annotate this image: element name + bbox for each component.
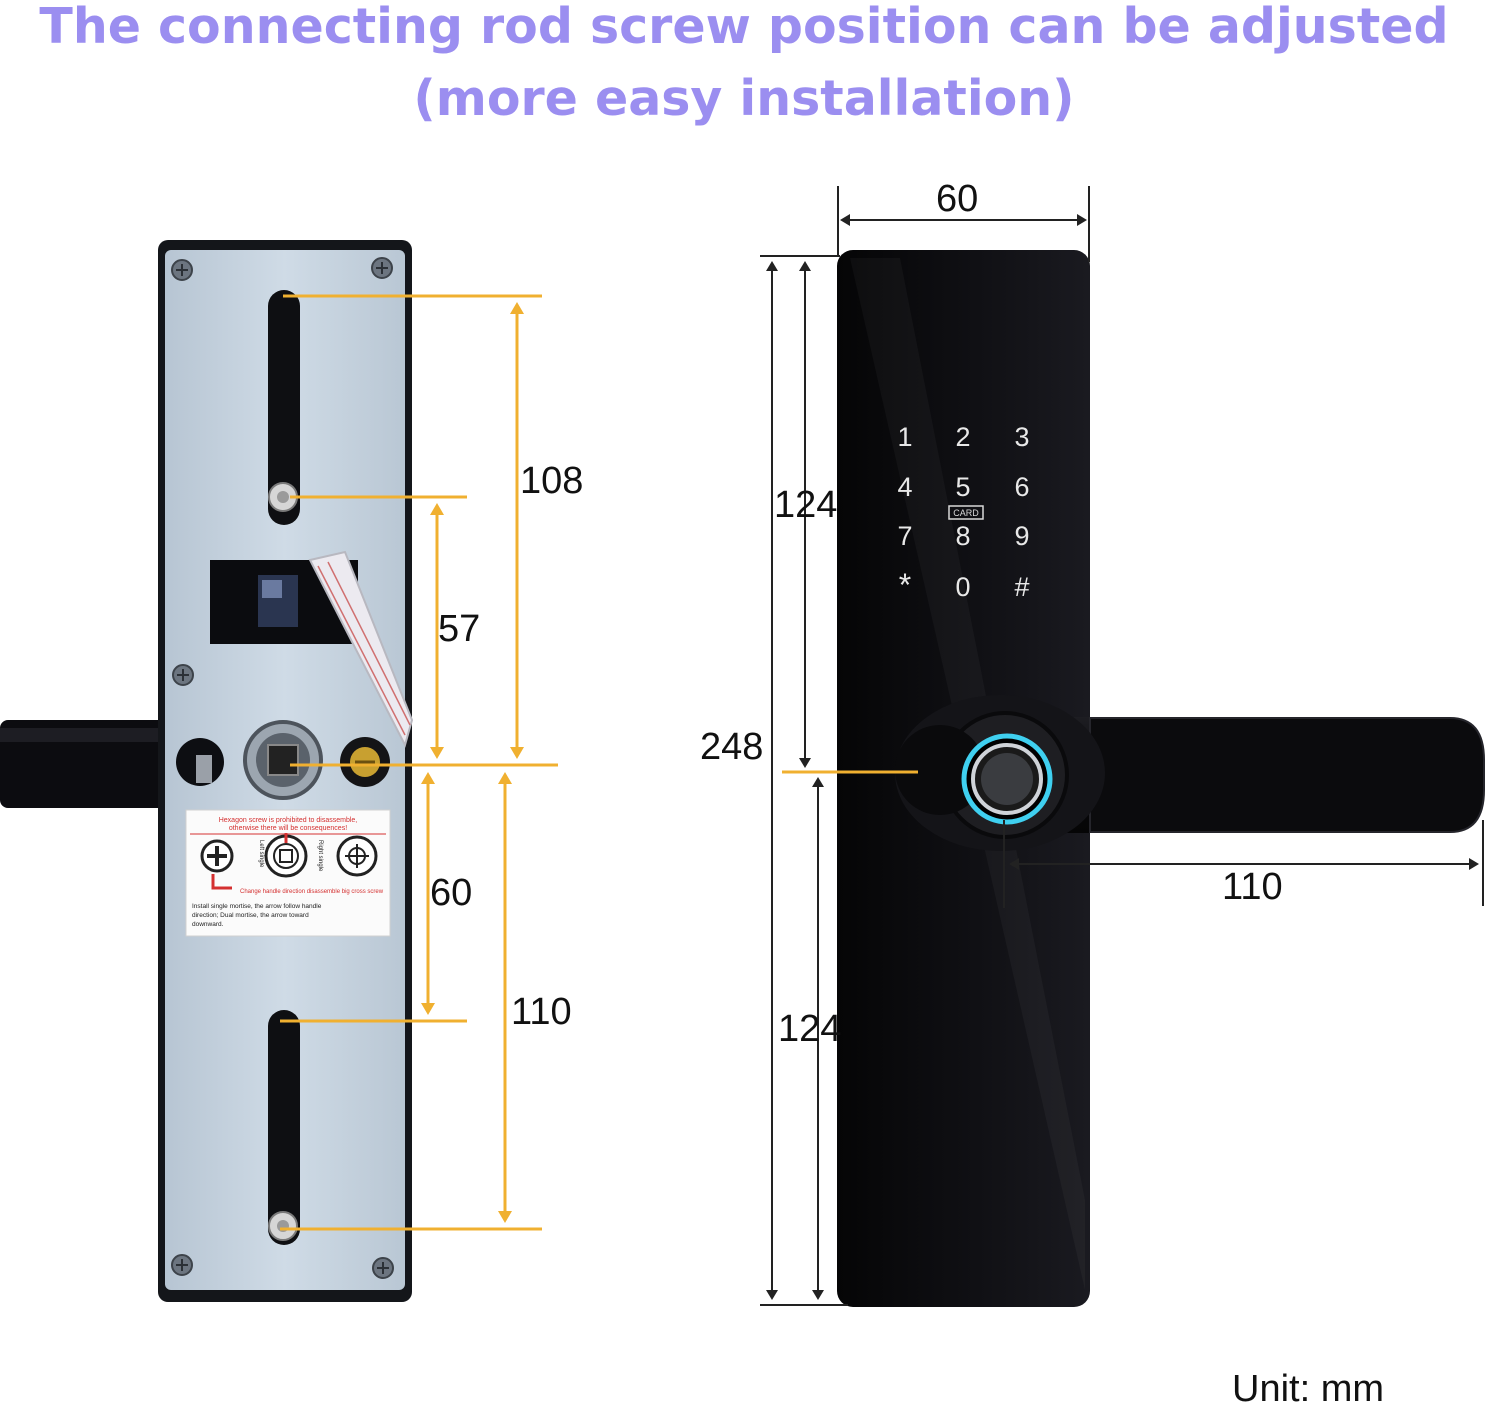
dimension-upper-124: 124 <box>774 484 838 526</box>
dimension-lower-124: 124 <box>778 1008 842 1050</box>
rod-screw-icon <box>268 482 298 512</box>
sticker-warning-line-6: downward. <box>192 921 224 928</box>
upper-rod-slot <box>268 290 300 525</box>
card-reader-icon: CARD <box>948 505 984 520</box>
keypad-key[interactable]: 1 <box>897 422 912 452</box>
dimension-handle-110: 110 <box>1222 866 1283 908</box>
sticker-warning-line-5: direction; Dual mortise, the arrow towar… <box>192 912 309 919</box>
cross-screw-icon <box>200 839 234 873</box>
sticker-warning-line-2: otherwise there will be consequences! <box>229 825 347 832</box>
corner-screw-icon <box>371 257 393 279</box>
card-label: CARD <box>953 508 979 518</box>
corner-screw-icon <box>372 1257 394 1279</box>
dimension-60: 60 <box>430 872 473 914</box>
keypad-key[interactable]: 8 <box>955 521 970 551</box>
front-lock-view: 1 2 3 4 5 6 7 8 9 * 0 # CARD <box>760 186 1485 1307</box>
keypad-key[interactable]: 7 <box>897 521 912 551</box>
keypad-key[interactable]: * <box>899 567 911 603</box>
fingerprint-sensor-icon <box>961 733 1053 825</box>
keypad-key[interactable]: 9 <box>1014 521 1029 551</box>
keypad-key[interactable]: 3 <box>1014 422 1029 452</box>
corner-screw-icon <box>171 259 193 281</box>
cylinder-hole-icon <box>340 737 390 787</box>
keypad-key[interactable]: 2 <box>955 422 970 452</box>
dimension-lines-right <box>760 186 1484 1306</box>
keypad-key[interactable]: 6 <box>1014 472 1029 502</box>
corner-screw-icon <box>171 1254 193 1276</box>
keypad-key[interactable]: 4 <box>897 472 912 502</box>
gear-lock-icon <box>336 835 378 877</box>
sticker-left-single: Left single <box>258 840 264 868</box>
corner-screw-icon <box>172 664 194 686</box>
rod-screw-icon <box>268 1211 298 1241</box>
unit-label: Unit: mm <box>1232 1368 1384 1410</box>
page-title-line-2: (more easy installation) <box>413 70 1075 127</box>
sticker-warning-line-1: Hexagon screw is prohibited to disassemb… <box>219 817 358 824</box>
dimension-57: 57 <box>438 608 481 650</box>
sticker-right-single: Right single <box>317 840 323 872</box>
page-title-line-1: The connecting rod screw position can be… <box>39 0 1449 55</box>
keypad-key[interactable]: 0 <box>955 572 970 602</box>
dimension-110: 110 <box>511 991 572 1033</box>
lower-rod-slot <box>268 1010 300 1245</box>
spindle-diagram-icon <box>264 833 308 878</box>
keypad-key[interactable]: 5 <box>955 472 970 502</box>
dimension-108: 108 <box>520 460 584 502</box>
sticker-warning-line-4: Install single mortise, the arrow follow… <box>192 903 322 910</box>
dimension-lines-left <box>280 294 558 1231</box>
dimension-total-248: 248 <box>700 726 764 768</box>
sticker-warning-line-3: Change handle direction disassemble big … <box>240 889 384 895</box>
square-spindle-icon <box>243 720 323 800</box>
dimension-width-60: 60 <box>936 178 979 220</box>
keypad[interactable]: 1 2 3 4 5 6 7 8 9 * 0 # <box>897 422 1029 603</box>
back-plate-view: Hexagon screw is prohibited to disassemb… <box>0 240 558 1302</box>
warning-sticker: Hexagon screw is prohibited to disassemb… <box>185 809 391 937</box>
keypad-key[interactable]: # <box>1014 572 1029 602</box>
